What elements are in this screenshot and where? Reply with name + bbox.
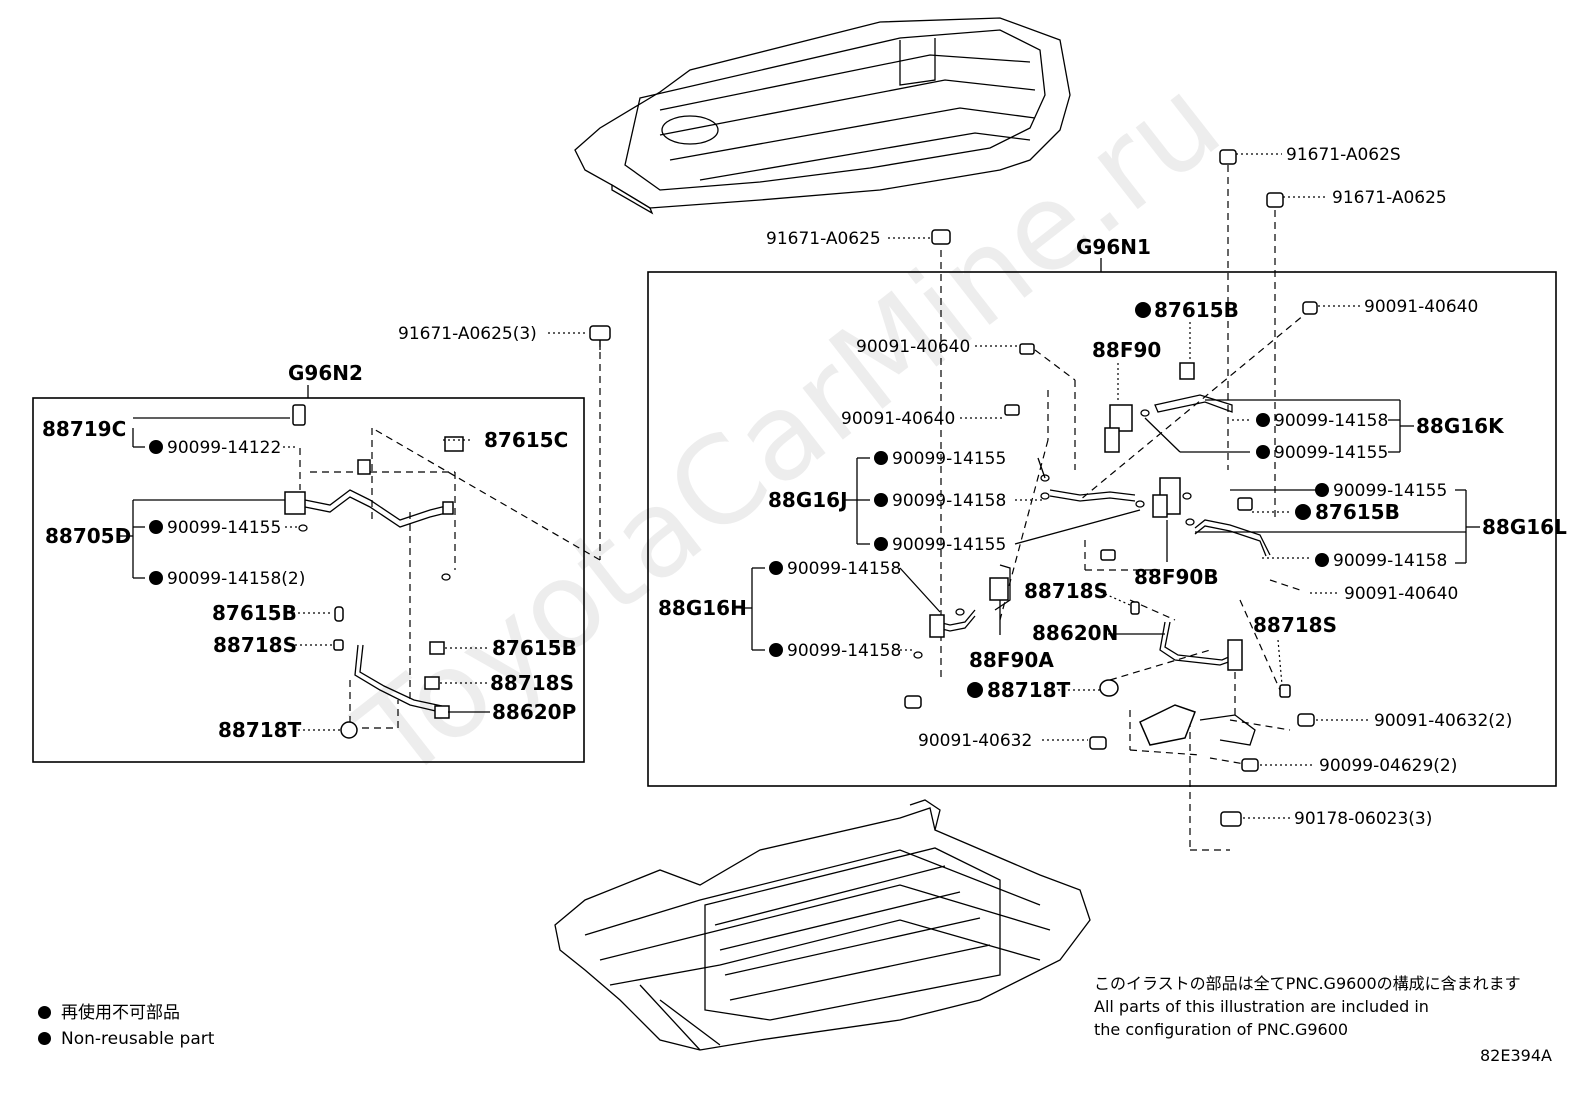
- part-label: 87615B: [1315, 500, 1400, 524]
- footnote-en-1: All parts of this illustration are inclu…: [1094, 997, 1429, 1016]
- part-label: 88G16J: [768, 488, 848, 512]
- part-label: 90099-14158: [892, 491, 1006, 511]
- part-label: 90099-14155: [1274, 443, 1388, 463]
- part-label: 91671-A062S: [1286, 145, 1401, 165]
- part-label: 90091-40640: [856, 337, 970, 357]
- figure-code: 82E394A: [1480, 1046, 1552, 1065]
- part-label: 90099-14122: [167, 438, 281, 458]
- part-label: 91671-A0625(3): [398, 324, 537, 344]
- part-label: 88719C: [42, 417, 126, 441]
- part-label: 90091-40640: [841, 409, 955, 429]
- footnote-en-2: the configuration of PNC.G9600: [1094, 1020, 1349, 1039]
- left-group-parts: [284, 325, 611, 739]
- part-label: 90099-14155: [1333, 481, 1447, 501]
- part-label: 90099-14155: [167, 518, 281, 538]
- legend-text-en: Non-reusable part: [61, 1029, 215, 1049]
- legend-row-jp: 再使用不可部品: [38, 1000, 214, 1026]
- part-label: 88F90: [1092, 338, 1161, 362]
- non-reusable-markers: [149, 302, 1329, 698]
- part-label: 88718T: [218, 718, 302, 742]
- battery-frame-bottom: [554, 799, 1091, 1051]
- footnote: このイラストの部品は全てPNC.G9600の構成に含まれます All parts…: [1094, 972, 1521, 1041]
- part-label: 90091-40640: [1364, 297, 1478, 317]
- group-frame-right: [647, 271, 1557, 787]
- bullet-icon: [38, 1032, 51, 1045]
- part-label: 90091-40640: [1344, 584, 1458, 604]
- part-label: 88G16H: [658, 596, 747, 620]
- part-label: 90099-14158: [787, 559, 901, 579]
- part-label: 88620N: [1032, 621, 1118, 645]
- part-label: 88F90A: [969, 648, 1054, 672]
- part-label: 88F90B: [1134, 565, 1219, 589]
- legend-text-jp: 再使用不可部品: [61, 1003, 180, 1023]
- part-label: 87615B: [492, 636, 577, 660]
- group-label-right: G96N1: [1076, 235, 1151, 259]
- part-label: 88705D: [45, 524, 131, 548]
- part-label: 88620P: [492, 700, 576, 724]
- part-label: 90099-14155: [892, 535, 1006, 555]
- part-label: 90178-06023(3): [1294, 809, 1432, 829]
- part-label: 90091-40632(2): [1374, 711, 1512, 731]
- footnote-jp: このイラストの部品は全てPNC.G9600の構成に含まれます: [1094, 974, 1521, 993]
- part-label: 91671-A0625: [766, 229, 881, 249]
- legend-row-en: Non-reusable part: [38, 1026, 214, 1052]
- part-label: 90099-14155: [892, 449, 1006, 469]
- part-label: 90099-04629(2): [1319, 756, 1457, 776]
- battery-cover-top: [574, 17, 1071, 215]
- group-label-left: G96N2: [288, 361, 363, 385]
- part-label: 88718S: [490, 671, 574, 695]
- part-label: 88718S: [213, 633, 297, 657]
- part-label: 90099-14158: [1274, 411, 1388, 431]
- part-label: 90091-40632: [918, 731, 1032, 751]
- right-group-parts: [904, 149, 1318, 851]
- part-label: 90099-14158: [1333, 551, 1447, 571]
- bullet-icon: [38, 1006, 51, 1019]
- leader-lines: [118, 153, 1480, 819]
- part-label: 88G16K: [1416, 414, 1505, 438]
- part-label: 88G16L: [1482, 515, 1567, 539]
- part-label: 88718T: [987, 678, 1071, 702]
- part-label: 87615B: [1154, 298, 1239, 322]
- legend: 再使用不可部品 Non-reusable part: [38, 1000, 214, 1052]
- part-label: 90099-14158: [787, 641, 901, 661]
- part-label: 87615B: [212, 601, 297, 625]
- part-label: 88718S: [1253, 613, 1337, 637]
- part-label: 87615C: [484, 428, 568, 452]
- part-label: 91671-A0625: [1332, 188, 1447, 208]
- part-label: 88718S: [1024, 579, 1108, 603]
- part-label: 90099-14158(2): [167, 569, 305, 589]
